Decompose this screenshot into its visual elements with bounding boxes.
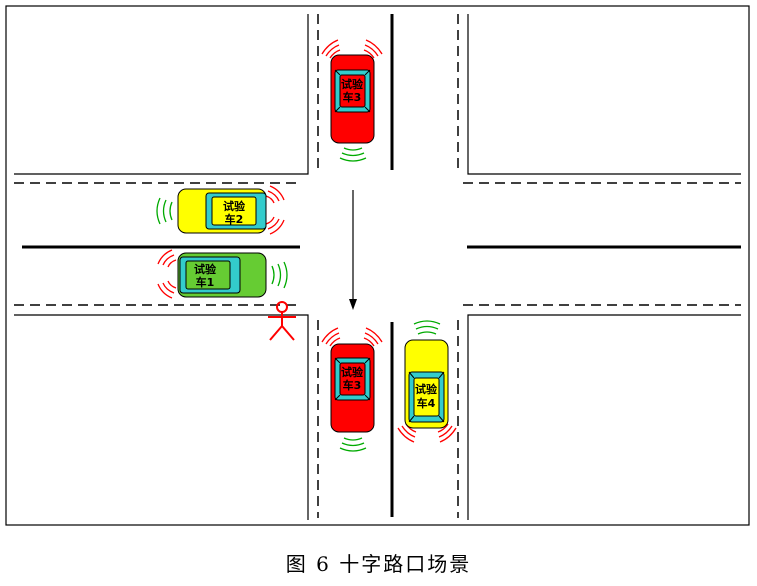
signal-wave-icon [339, 147, 367, 162]
car-label-line2: 车3 [343, 378, 362, 392]
car-label-line2: 车1 [196, 275, 215, 289]
signal-wave-icon [265, 185, 285, 235]
motion-arrow-icon [349, 190, 357, 310]
road-edges [14, 14, 741, 520]
signal-wave-icon [321, 39, 383, 59]
car2: 试验 车2 [156, 185, 285, 235]
signal-wave-icon [339, 437, 367, 452]
car-label-line1: 试验 [341, 77, 364, 91]
pedestrian-icon [268, 301, 296, 341]
car-label-line2: 车2 [225, 212, 244, 226]
signal-wave-icon [397, 423, 457, 443]
diagram-frame [5, 5, 750, 526]
signal-wave-icon [271, 261, 288, 289]
lane-dashes [14, 14, 741, 518]
figure-caption: 图 6 十字路口场景 [285, 552, 472, 576]
car3-top: 试验 车3 [321, 39, 383, 162]
car3-bottom: 试验 车3 [321, 327, 383, 452]
car-label-line1: 试验 [341, 365, 364, 379]
signal-wave-icon [157, 249, 177, 299]
car4: 试验 车4 [397, 320, 457, 443]
car-label-line1: 试验 [194, 262, 217, 276]
car-label-line2: 车4 [417, 396, 436, 410]
car-label-line1: 试验 [415, 382, 438, 396]
car-label-line2: 车3 [343, 90, 362, 104]
intersection-diagram: 试验 车3 试验 车2 试验 车1 [5, 5, 750, 526]
signal-wave-icon [156, 197, 173, 225]
signal-wave-icon [413, 320, 441, 335]
center-lines [22, 14, 741, 517]
car1: 试验 车1 [157, 249, 288, 299]
signal-wave-icon [321, 327, 383, 347]
car-label-line1: 试验 [223, 199, 246, 213]
